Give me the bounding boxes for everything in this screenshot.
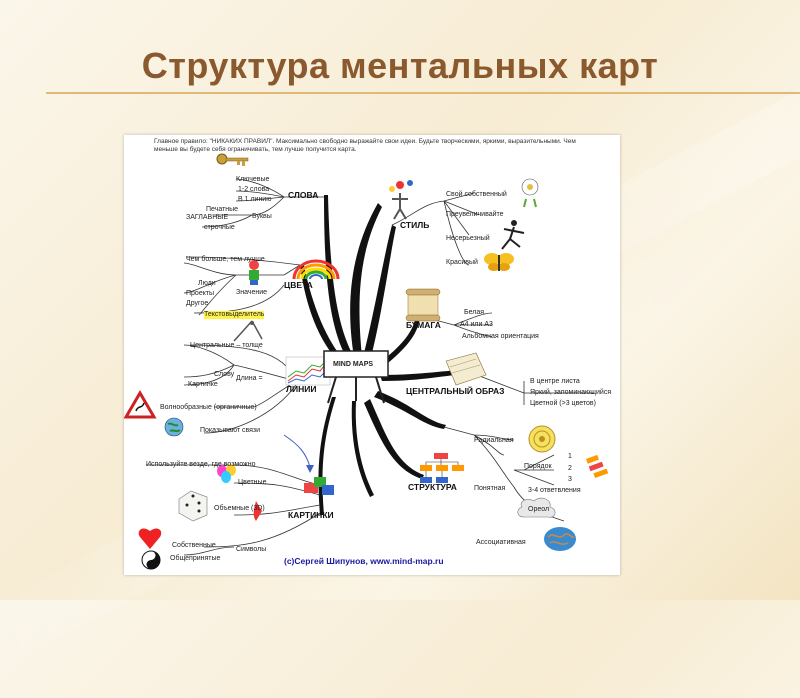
node-center-of-sheet: В центре листа (530, 378, 580, 385)
brain-icon (544, 527, 576, 551)
node-a4-a3: А4 или А3 (460, 321, 493, 328)
node-other: Другое (186, 300, 209, 307)
node-beautiful: Красивый (446, 259, 478, 266)
chevron-icon (253, 501, 262, 521)
node-landscape: Альбомная ориентация (462, 333, 539, 340)
order-bars-icon (586, 454, 609, 479)
node-order-1: 1 (568, 453, 572, 460)
skier-icon (501, 220, 525, 250)
mind-map-graphics (124, 153, 609, 570)
paper-icon (445, 352, 487, 386)
node-3d: Объемные (3D) (214, 505, 265, 512)
node-word: Слову (214, 371, 235, 378)
sun-icon (521, 178, 539, 208)
warning-sign-icon (124, 390, 157, 419)
branch-structure-label: СТРУКТУРА (408, 482, 457, 492)
node-one-line: В 1 линию (238, 196, 272, 203)
node-radial: Радиальная (474, 437, 514, 444)
node-show-connections: Показывают связи (200, 427, 261, 434)
rainbow-icon (292, 259, 340, 280)
node-more-is-better: Чем больше, тем лучше (186, 256, 265, 263)
node-associative: Ассоциативная (476, 539, 526, 546)
node-printed: Печатные (206, 206, 239, 213)
juggler-icon (389, 180, 413, 220)
branch-lines (146, 178, 594, 556)
node-people: Люди (198, 280, 216, 287)
center-label: MIND MAPS (333, 361, 374, 368)
node-common: Общепринятые (170, 555, 221, 562)
node-not-serious: Несерьезный (446, 235, 490, 242)
figure-icon (249, 260, 259, 285)
easel-icon (323, 350, 389, 404)
flowchart-icon (420, 453, 464, 483)
node-1-2-words: 1-2 слова (238, 186, 270, 193)
node-clear: Понятная (474, 485, 506, 492)
key-icon (216, 153, 249, 166)
node-order: Порядок (524, 463, 552, 470)
node-white: Белая (464, 309, 485, 316)
node-length-equals: Длина = (236, 375, 263, 382)
node-symbols: Символы (236, 546, 267, 553)
compass-icon (233, 320, 263, 342)
node-picture: Картинке (188, 381, 218, 388)
branch-pictures-label: КАРТИНКИ (288, 510, 334, 520)
branch-style-label: СТИЛЬ (400, 220, 430, 230)
node-keywords: Ключевые (236, 176, 270, 183)
yin-yang-icon (141, 550, 161, 570)
node-bright: Яркий, запоминающийся (530, 389, 612, 396)
node-projects: Проекты (186, 290, 215, 297)
node-wavy: Волнообразные (органичные) (160, 404, 257, 411)
chart-icon (285, 356, 331, 386)
branch-colors-label: ЦВЕТА (284, 280, 313, 290)
scroll-icon (405, 288, 441, 322)
balloons-icon (217, 464, 236, 483)
node-use-everywhere: Используйте везде, где возможно (146, 461, 256, 468)
globe-icon (164, 417, 184, 437)
heart-icon (138, 528, 162, 549)
branch-lines-label: ЛИНИИ (286, 384, 317, 394)
node-colorful: Цветной (>3 цветов) (530, 400, 596, 407)
node-lowercase: строчные (204, 224, 235, 231)
node-highlighter: Текстовыделитель (204, 311, 265, 319)
slide-title: Структура ментальных карт (141, 45, 659, 86)
cloud-icon (517, 497, 556, 518)
node-uppercase: ЗАГЛАВНЫЕ (186, 214, 229, 221)
radial-wheel-icon (528, 425, 556, 453)
dice-icon (178, 490, 208, 522)
node-exaggerate: Преувеличивайте (446, 211, 504, 218)
branch-central-image-label: ЦЕНТРАЛЬНЫЙ ОБРАЗ (406, 386, 505, 396)
node-order-2: 2 (568, 465, 572, 472)
node-meaning: Значение (236, 289, 268, 296)
butterfly-icon (484, 253, 514, 271)
main-rule-text: Главное правило: "НИКАКИХ ПРАВИЛ". Макси… (154, 138, 576, 153)
node-halo: Ореол (528, 506, 550, 513)
node-order-3: 3 (568, 476, 572, 483)
node-central-thicker: Центральные – толще (190, 342, 263, 349)
pictures-icon (304, 477, 334, 495)
branch-paper-label: БУМАГА (406, 320, 441, 330)
node-letters: Буквы (252, 213, 272, 220)
branch-words-label: СЛОВА (288, 190, 319, 200)
copyright-text: (с)Сергей Шипунов, www.mind-map.ru (284, 556, 444, 566)
title-underline (46, 92, 800, 94)
node-colored: Цветные (238, 479, 267, 486)
node-own-style: Свой собственный (446, 191, 507, 198)
node-3-4-branches: 3-4 ответвления (528, 487, 581, 494)
mind-map-diagram: Главное правило: "НИКАКИХ ПРАВИЛ". Макси… (124, 135, 620, 575)
node-own: Собственные (172, 542, 216, 549)
arrow-icon (283, 434, 314, 473)
